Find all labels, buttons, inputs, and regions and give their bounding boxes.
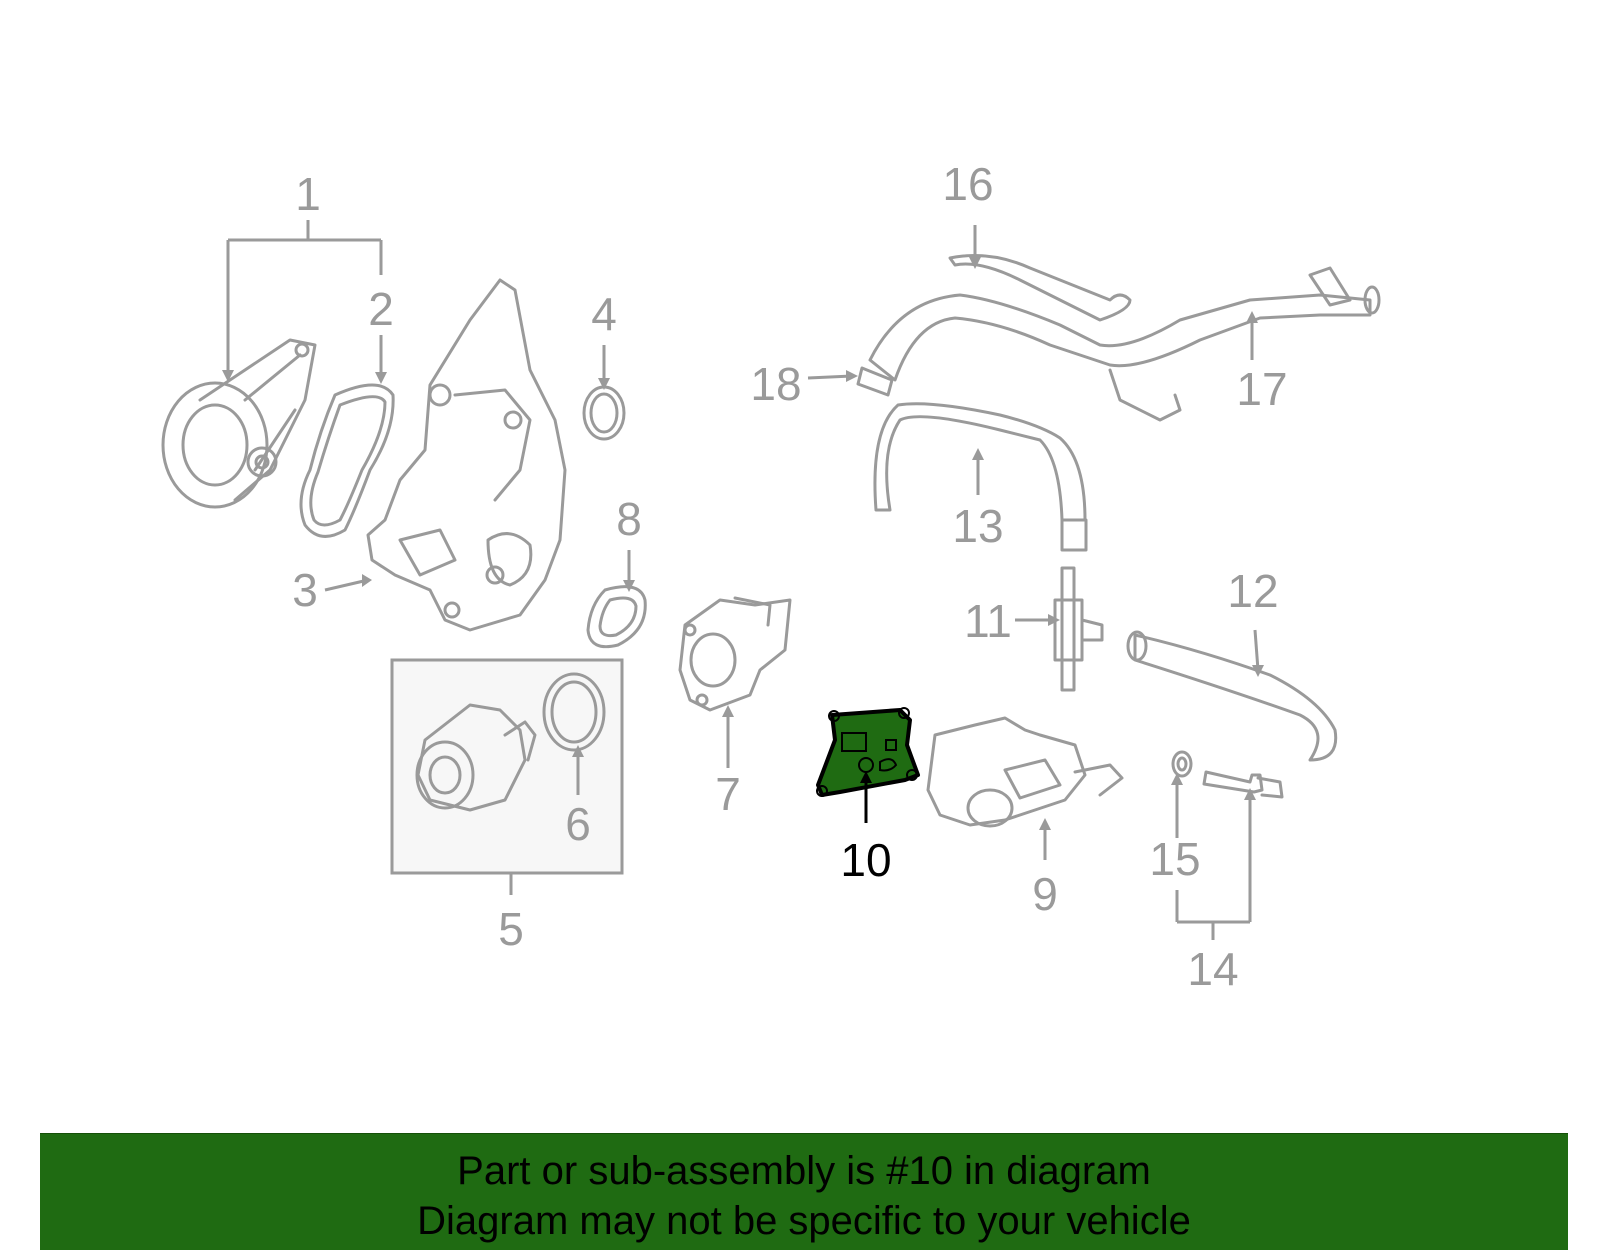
callout-16[interactable]: 16 [942,158,993,210]
banner-line-1: Part or sub-assembly is #10 in diagram [457,1149,1151,1193]
callout-4[interactable]: 4 [591,288,617,340]
callout-3[interactable]: 3 [292,564,318,616]
part-16-17-18-pipes[interactable] [856,254,1381,422]
part-3-housing[interactable] [366,278,567,632]
callout-12[interactable]: 12 [1227,565,1278,617]
callout-14[interactable]: 14 [1187,943,1238,995]
banner-line-2: Diagram may not be specific to your vehi… [417,1199,1191,1243]
callout-10[interactable]: 10 [840,834,891,886]
callout-5[interactable]: 5 [498,903,524,955]
part-5-assembly-box[interactable] [390,658,624,875]
part-4-o-ring[interactable] [582,385,626,441]
leader-arrowhead-10 [860,771,872,783]
part-9-water-outlet[interactable] [926,716,1124,828]
callout-13[interactable]: 13 [952,500,1003,552]
callout-8[interactable]: 8 [616,493,642,545]
part-11-connector[interactable] [1053,566,1104,692]
part-14-bolt[interactable] [1202,770,1284,799]
callout-18[interactable]: 18 [750,358,801,410]
part-12-hose[interactable] [1126,630,1338,762]
callout-1[interactable]: 1 [295,168,321,220]
part-10-gasket-highlighted[interactable] [816,707,920,797]
leader-lines [222,220,1264,940]
info-banner: Part or sub-assembly is #10 in diagram D… [40,1133,1568,1250]
callout-6[interactable]: 6 [565,798,591,850]
part-15-washer[interactable] [1171,750,1193,778]
part-8-seal[interactable] [586,585,647,649]
leader-arrowheads [222,257,1264,830]
callout-7[interactable]: 7 [715,768,741,820]
callout-15[interactable]: 15 [1149,833,1200,885]
part-7-thermostat-housing[interactable] [678,596,792,712]
part-2-gasket[interactable] [299,383,395,538]
part-13-hose[interactable] [873,402,1088,552]
callout-2[interactable]: 2 [368,283,394,335]
part-1-pulley-assembly[interactable] [161,338,317,509]
callout-17[interactable]: 17 [1236,363,1287,415]
callout-9[interactable]: 9 [1032,868,1058,920]
callout-labels: 1 2 3 4 5 6 7 8 9 10 11 12 13 14 15 16 1… [292,158,1287,995]
callout-11[interactable]: 11 [964,595,1012,647]
